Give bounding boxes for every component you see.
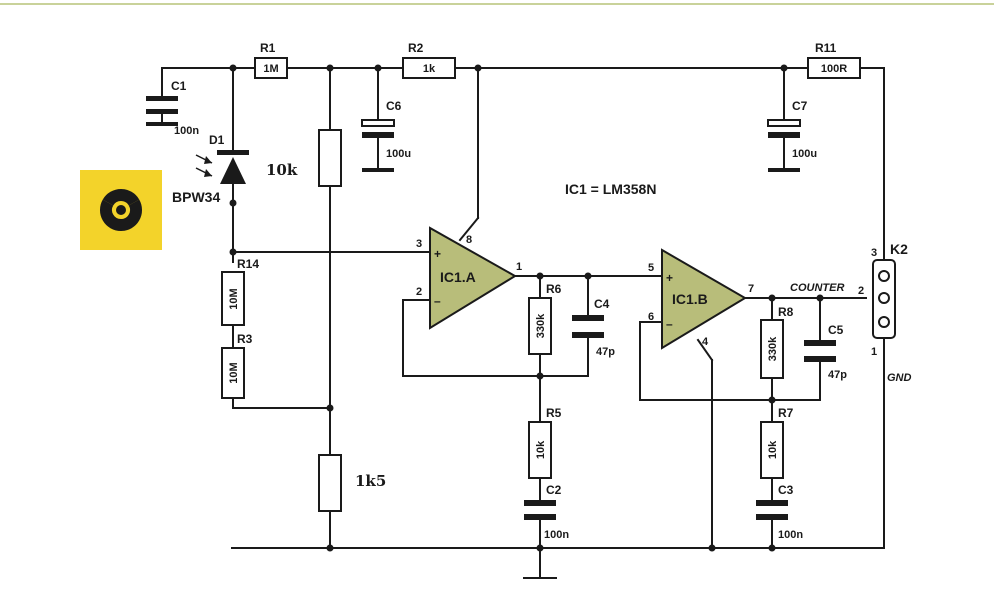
resistor-r8: 330k R8: [760, 305, 794, 379]
r3-value: 10M: [228, 362, 240, 383]
rv2-value: 1k5: [355, 472, 386, 490]
r2-value: 1k: [423, 63, 436, 75]
ic1b-pin4: 4: [702, 336, 709, 348]
r7-value: 10k: [767, 440, 779, 459]
c6-value: 100u: [386, 148, 411, 160]
r1-value: 1M: [263, 63, 278, 75]
ic1a-pin1: 1: [516, 261, 522, 273]
r3-ref: R3: [237, 332, 253, 346]
resistor-r1: 1M R1: [254, 41, 288, 79]
wires: [161, 67, 885, 579]
k2-pin2: 2: [858, 285, 864, 297]
capacitor-c4: C4 47p: [572, 297, 615, 358]
counter-label: COUNTER: [790, 282, 844, 294]
c6-ref: C6: [386, 99, 402, 113]
capacitor-c5: C5 47p: [804, 323, 847, 381]
gnd-label: GND: [887, 372, 912, 384]
c1-value: 100n: [174, 125, 199, 137]
c3-ref: C3: [778, 483, 794, 497]
ic1b-plus: +: [666, 271, 673, 285]
r7-ref: R7: [778, 406, 794, 420]
rv1-value: 10k: [266, 161, 298, 179]
k2-pin1: 1: [871, 346, 877, 358]
resistor-1k5: 1k5: [318, 454, 386, 512]
r5-value: 10k: [535, 440, 547, 459]
r1-ref: R1: [260, 41, 276, 55]
ic1b-minus: –: [666, 317, 673, 331]
ic1a-pin3: 3: [416, 238, 422, 250]
k2-ref: K2: [890, 241, 908, 257]
r6-ref: R6: [546, 282, 562, 296]
resistor-r11: 100R R11: [807, 41, 861, 79]
c7-value: 100u: [792, 148, 817, 160]
c5-value: 47p: [828, 369, 847, 381]
r5-ref: R5: [546, 406, 562, 420]
c3-value: 100n: [778, 529, 803, 541]
c7-ref: C7: [792, 99, 808, 113]
capacitor-c2: C2 100n: [524, 483, 569, 541]
capacitor-c6: C6 100u: [361, 99, 411, 172]
r6-value: 330k: [535, 313, 547, 338]
connector-k2: K2 3 2 1 COUNTER GND: [790, 241, 912, 384]
k2-pin3: 3: [871, 247, 877, 259]
capacitor-c3: C3 100n: [756, 483, 803, 541]
resistor-r6: 330k R6: [528, 282, 562, 355]
r11-value: 100R: [821, 63, 847, 75]
c2-ref: C2: [546, 483, 562, 497]
ic1a-pin2: 2: [416, 286, 422, 298]
resistor-r7: 10k R7: [760, 406, 794, 479]
opamp-ic1b: IC1.B + – 5 6 7 4: [648, 248, 754, 350]
junctions: [229, 64, 824, 552]
c4-value: 47p: [596, 346, 615, 358]
r14-ref: R14: [237, 257, 259, 271]
resistor-r3: 10M R3: [221, 332, 253, 399]
ic1a-minus: –: [434, 294, 441, 308]
c1-ref: C1: [171, 79, 187, 93]
r8-ref: R8: [778, 305, 794, 319]
c2-value: 100n: [544, 529, 569, 541]
capacitor-c7: C7 100u: [767, 99, 817, 172]
r14-value: 10M: [228, 288, 240, 309]
opamp-ic1a: IC1.A + – 3 2 1 8: [416, 226, 522, 330]
resistor-r14: 10M R14: [221, 257, 259, 326]
ic1b-pin5: 5: [648, 262, 654, 274]
c5-ref: C5: [828, 323, 844, 337]
resistor-r5: 10k R5: [528, 406, 562, 479]
photodiode-d1: D1 BPW34: [172, 133, 249, 205]
r8-value: 330k: [767, 336, 779, 361]
ic1b-ref: IC1.B: [672, 291, 708, 307]
resistor-10k: 10k: [266, 129, 342, 187]
r11-ref: R11: [815, 41, 837, 55]
ic-note: IC1 = LM358N: [565, 181, 656, 197]
ic1b-pin7: 7: [748, 283, 754, 295]
ic1a-plus: +: [434, 247, 441, 261]
ic1a-ref: IC1.A: [440, 269, 476, 285]
d1-value: BPW34: [172, 189, 220, 205]
resistor-r2: 1k R2: [402, 41, 456, 79]
capacitor-c1: C1 100n: [146, 79, 199, 137]
r2-ref: R2: [408, 41, 424, 55]
d1-ref: D1: [209, 133, 225, 147]
ic1a-pin8: 8: [466, 234, 472, 246]
ic1b-pin6: 6: [648, 311, 654, 323]
radiation-icon: [80, 170, 162, 250]
c4-ref: C4: [594, 297, 610, 311]
